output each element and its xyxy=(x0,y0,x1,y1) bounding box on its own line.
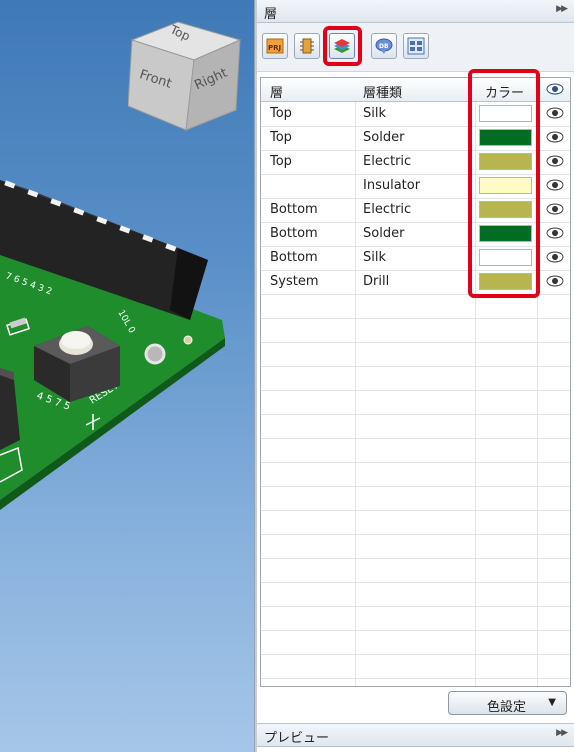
grid-view-button[interactable] xyxy=(403,33,429,59)
layer-toolbar: PRJ DB xyxy=(257,23,574,72)
cell-layer-type: Insulator xyxy=(363,178,421,193)
table-row xyxy=(261,654,570,679)
visibility-header-icon[interactable] xyxy=(546,82,564,100)
cell-layer: Bottom xyxy=(270,226,318,241)
project-button[interactable]: PRJ xyxy=(262,33,288,59)
cell-layer: Top xyxy=(270,130,292,145)
cell-layer-type: Solder xyxy=(363,226,405,241)
dropdown-arrow-icon: ▼ xyxy=(548,697,556,708)
color-swatch[interactable] xyxy=(479,153,532,170)
color-swatch[interactable] xyxy=(479,201,532,218)
cell-layer: Bottom xyxy=(270,250,318,265)
table-row xyxy=(261,390,570,415)
table-row xyxy=(261,558,570,583)
layers-icon xyxy=(334,39,350,53)
visibility-eye-icon[interactable] xyxy=(546,178,564,196)
pcb-render: 7 6 5 4 3 2 10L 0 RESET 4 5 7 5 xyxy=(0,180,225,510)
table-row xyxy=(261,462,570,487)
table-row xyxy=(261,486,570,511)
cell-layer: Top xyxy=(270,106,292,121)
visibility-eye-icon[interactable] xyxy=(546,154,564,172)
parts-button[interactable] xyxy=(294,33,320,59)
table-row[interactable]: System Drill xyxy=(261,270,570,295)
cell-layer-type: Silk xyxy=(363,106,387,121)
color-swatch[interactable] xyxy=(479,129,532,146)
header-color[interactable]: カラー xyxy=(485,86,525,101)
visibility-eye-icon[interactable] xyxy=(546,130,564,148)
table-row xyxy=(261,534,570,559)
table-row xyxy=(261,582,570,607)
color-swatch[interactable] xyxy=(479,249,532,266)
table-row[interactable]: Insulator xyxy=(261,174,570,199)
layers-button[interactable] xyxy=(329,33,355,59)
table-row[interactable]: Bottom Silk xyxy=(261,246,570,271)
preview-collapse-arrows-icon[interactable]: ▶▶ xyxy=(556,728,568,738)
table-row xyxy=(261,510,570,535)
view-cube[interactable]: Top Front Right xyxy=(128,20,248,135)
project-icon: PRJ xyxy=(266,38,284,54)
grid-view-icon xyxy=(407,37,425,55)
layer-panel-title: 層 xyxy=(264,7,278,22)
table-row xyxy=(261,606,570,631)
table-row xyxy=(261,630,570,655)
header-layer[interactable]: 層 xyxy=(270,86,284,101)
table-row xyxy=(261,414,570,439)
header-layer-type[interactable]: 層種類 xyxy=(363,86,403,101)
color-setting-label: 色設定 xyxy=(487,700,527,715)
preview-title: プレビュー xyxy=(264,731,330,746)
cell-layer-type: Electric xyxy=(363,154,412,169)
cell-layer: Bottom xyxy=(270,202,318,217)
database-icon: DB xyxy=(375,38,393,54)
table-row xyxy=(261,294,570,319)
color-swatch[interactable] xyxy=(479,273,532,290)
table-row xyxy=(261,366,570,391)
cell-layer-type: Solder xyxy=(363,130,405,145)
cell-layer-type: Drill xyxy=(363,274,390,289)
visibility-eye-icon[interactable] xyxy=(546,226,564,244)
svg-text:DB: DB xyxy=(379,43,389,50)
visibility-eye-icon[interactable] xyxy=(546,250,564,268)
cell-layer-type: Silk xyxy=(363,250,387,265)
table-row[interactable]: Top Electric xyxy=(261,150,570,175)
table-row xyxy=(261,342,570,367)
table-row[interactable]: Top Solder xyxy=(261,126,570,151)
layer-panel-titlebar: 層 ▶▶ xyxy=(257,0,574,23)
chip-icon xyxy=(300,38,314,54)
collapse-arrows-icon[interactable]: ▶▶ xyxy=(556,4,568,14)
visibility-eye-icon[interactable] xyxy=(546,274,564,292)
table-row[interactable]: Top Silk xyxy=(261,102,570,127)
cell-layer: Top xyxy=(270,154,292,169)
color-swatch[interactable] xyxy=(479,177,532,194)
database-button[interactable]: DB xyxy=(371,33,397,59)
table-row[interactable]: Bottom Electric xyxy=(261,198,570,223)
color-swatch[interactable] xyxy=(479,225,532,242)
visibility-eye-icon[interactable] xyxy=(546,202,564,220)
panel-splitter[interactable] xyxy=(254,0,258,752)
3d-viewport[interactable]: 7 6 5 4 3 2 10L 0 RESET 4 5 7 5 xyxy=(0,0,254,752)
table-row xyxy=(261,438,570,463)
table-row xyxy=(261,318,570,343)
color-setting-button[interactable]: 色設定 ▼ xyxy=(448,691,567,715)
preview-titlebar: プレビュー ▶▶ xyxy=(257,723,574,747)
visibility-eye-icon[interactable] xyxy=(546,106,564,124)
layer-panel: 層 ▶▶ PRJ DB xyxy=(257,0,574,752)
cell-layer: System xyxy=(270,274,319,289)
table-row[interactable]: Bottom Solder xyxy=(261,222,570,247)
cell-layer-type: Electric xyxy=(363,202,412,217)
color-swatch[interactable] xyxy=(479,105,532,122)
layer-table-header: 層 層種類 カラー xyxy=(261,78,570,102)
svg-text:PRJ: PRJ xyxy=(268,44,281,52)
